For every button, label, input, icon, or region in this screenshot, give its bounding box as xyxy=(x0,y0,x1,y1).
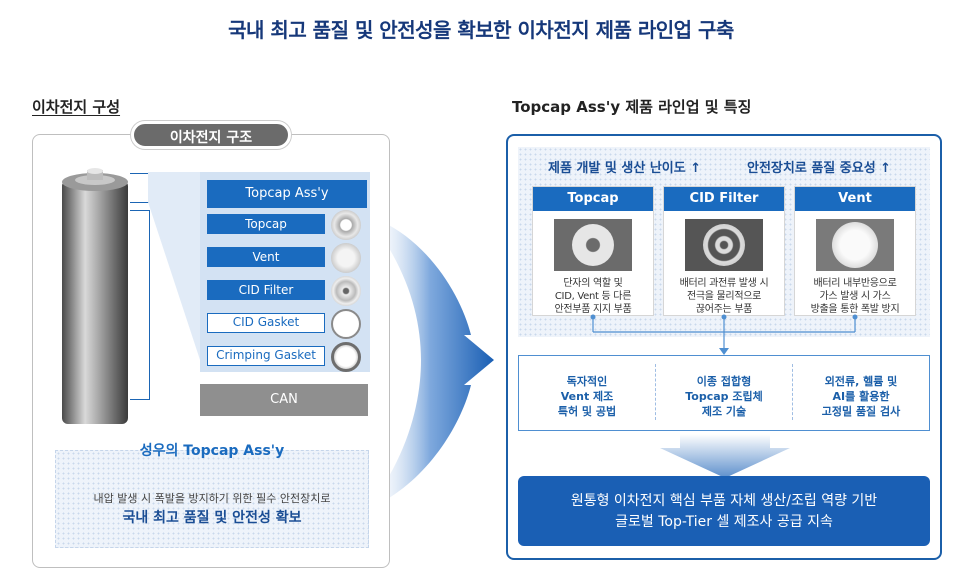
feature-vent-patent: 독자적인 Vent 제조 특허 및 공법 xyxy=(527,374,647,419)
down-arrow-icon xyxy=(660,434,790,478)
cid-filter-photo-icon xyxy=(685,219,763,271)
connector-lines xyxy=(590,314,858,355)
summary-line1: 원통형 이차전지 핵심 부품 자체 생산/조립 역량 기반 xyxy=(570,493,878,509)
product-desc-line: 배터리 과전류 발생 시 xyxy=(679,278,769,289)
topcap-bracket xyxy=(130,173,150,203)
product-card-cid-filter: CID Filter 배터리 과전류 발생 시 전극을 물리적으로 끊어주는 부… xyxy=(663,186,785,316)
difficulty-label: 제품 개발 및 생산 난이도 ↑ xyxy=(548,161,702,176)
feature-line: AI를 활용한 xyxy=(832,390,890,403)
can-label: CAN xyxy=(200,384,368,416)
feature-line: 외전류, 헬륨 및 xyxy=(824,375,898,388)
cid-gasket-part-icon xyxy=(331,309,361,339)
feature-quality-inspection: 외전류, 헬륨 및 AI를 활용한 고정밀 품질 검사 xyxy=(801,374,921,419)
can-bracket xyxy=(130,210,150,400)
product-desc-line: 방출을 통한 폭발 방지 xyxy=(810,304,900,315)
product-card-vent: Vent 배터리 내부반응으로 가스 발생 시 가스 방출을 통한 폭발 방지 xyxy=(794,186,916,316)
topcap-photo-icon xyxy=(554,219,632,271)
battery-cell-icon xyxy=(62,168,128,424)
transition-arrow-icon xyxy=(366,215,494,510)
info-line1: 내압 발생 시 폭발을 방지하기 위한 필수 안전장치로 xyxy=(93,492,331,505)
component-topcap: Topcap xyxy=(207,214,325,234)
component-cid-filter: CID Filter xyxy=(207,280,325,300)
product-desc-line: 끊어주는 부품 xyxy=(695,304,753,315)
product-desc-line: 안전부품 지지 부품 xyxy=(554,304,632,315)
page-title: 국내 최고 품질 및 안전성을 확보한 이차전지 제품 라인업 구축 xyxy=(228,18,734,42)
component-topcap-assy: Topcap Ass'y xyxy=(207,180,367,208)
product-desc-line: 전극을 물리적으로 xyxy=(686,291,762,302)
feature-divider xyxy=(655,364,656,420)
info-line2: 국내 최고 품질 및 안전성 확보 xyxy=(122,510,302,526)
feature-line: Topcap 조립체 xyxy=(685,390,763,403)
feature-line: 특허 및 공법 xyxy=(557,405,617,418)
product-desc-line: CID, Vent 등 다른 xyxy=(554,291,632,302)
product-desc-line: 배터리 내부반응으로 xyxy=(813,278,897,289)
right-section-title: Topcap Ass'y 제품 라인업 및 특징 xyxy=(512,98,752,116)
projection-shape xyxy=(148,172,204,372)
summary-box: 원통형 이차전지 핵심 부품 자체 생산/조립 역량 기반 글로벌 Top-Ti… xyxy=(518,476,930,546)
topcap-part-icon xyxy=(331,210,361,240)
feature-line: Vent 제조 xyxy=(560,390,614,403)
feature-line: 이종 접합형 xyxy=(696,375,752,388)
feature-joining-tech: 이종 접합형 Topcap 조립체 제조 기술 xyxy=(664,374,784,419)
importance-label: 안전장치로 품질 중요성 ↑ xyxy=(747,161,892,176)
info-title: 성우의 Topcap Ass'y xyxy=(139,443,285,459)
info-box xyxy=(55,450,369,548)
summary-line2: 글로벌 Top-Tier 셀 제조사 공급 지속 xyxy=(615,514,833,530)
vent-photo-icon xyxy=(816,219,894,271)
left-section-title: 이차전지 구성 xyxy=(32,98,121,116)
component-vent: Vent xyxy=(207,247,325,267)
product-name: Topcap xyxy=(533,187,653,211)
product-name: Vent xyxy=(795,187,915,211)
component-crimping-gasket: Crimping Gasket xyxy=(207,346,325,366)
crimping-gasket-part-icon xyxy=(331,342,361,372)
feature-line: 제조 기술 xyxy=(701,405,747,418)
feature-line: 독자적인 xyxy=(566,375,608,388)
structure-label: 이차전지 구조 xyxy=(131,121,291,149)
feature-line: 고정밀 품질 검사 xyxy=(821,405,901,418)
product-name: CID Filter xyxy=(664,187,784,211)
cid-filter-part-icon xyxy=(331,276,361,306)
feature-divider xyxy=(792,364,793,420)
vent-part-icon xyxy=(331,243,361,273)
product-desc-line: 가스 발생 시 가스 xyxy=(819,291,891,302)
features-box xyxy=(518,355,930,431)
product-card-topcap: Topcap 단자의 역할 및 CID, Vent 등 다른 안전부품 지지 부… xyxy=(532,186,654,316)
product-desc-line: 단자의 역할 및 xyxy=(563,278,623,289)
component-cid-gasket: CID Gasket xyxy=(207,313,325,333)
